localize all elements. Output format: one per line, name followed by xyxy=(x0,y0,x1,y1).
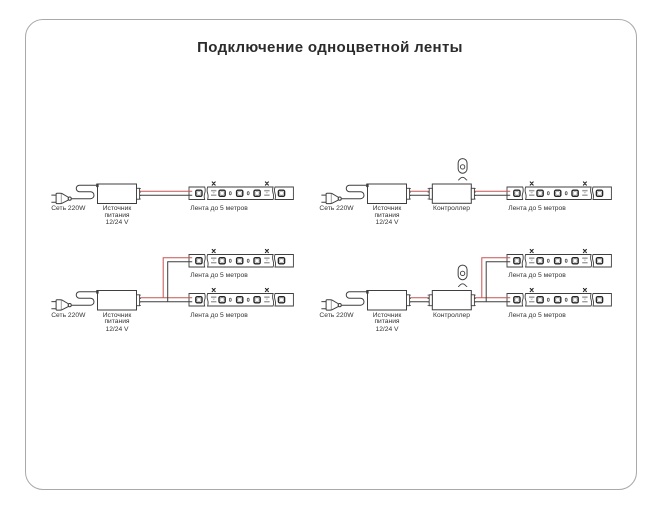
remote-icon xyxy=(457,158,468,181)
diagram-4 xyxy=(320,249,611,311)
label-strip: Лента до 5 метров xyxy=(508,311,566,319)
led-strip xyxy=(189,182,293,200)
led-strip xyxy=(189,288,293,306)
led-strip xyxy=(507,249,611,267)
mains-plug-icon xyxy=(320,291,369,311)
diagram-1 xyxy=(50,182,293,205)
diagram-2 xyxy=(320,158,611,205)
label-mains: Сеть 220W xyxy=(51,205,86,213)
rounded-border-frame xyxy=(25,19,637,490)
power-supply-box xyxy=(365,289,412,311)
label-psu-line1: Источник xyxy=(372,205,402,213)
label-psu-line2: питания xyxy=(374,211,400,219)
label-voltage: 12/24 V xyxy=(375,219,399,227)
page-title: Подключение одноцветной ленты xyxy=(197,39,463,56)
diagram-3 xyxy=(50,249,293,311)
power-supply-box xyxy=(95,289,142,311)
label-psu-line1: Источник xyxy=(102,205,132,213)
controller-box xyxy=(427,290,477,311)
label-mains: Сеть 220W xyxy=(319,205,354,213)
wire-black xyxy=(409,261,511,303)
label-psu-line2: питания xyxy=(104,318,130,326)
label-strip: Лента до 5 метров xyxy=(190,311,248,319)
label-strip: Лента до 5 метров xyxy=(190,205,248,213)
power-supply-box xyxy=(95,183,142,204)
label-strip: Лента до 5 метров xyxy=(190,271,248,279)
label-strip: Лента до 5 метров xyxy=(508,271,566,279)
label-controller: Контроллер xyxy=(433,205,470,213)
label-voltage: 12/24 V xyxy=(375,325,399,333)
label-controller: Контроллер xyxy=(433,311,470,319)
mains-plug-icon xyxy=(50,184,99,205)
label-mains: Сеть 220W xyxy=(51,311,86,319)
led-strip xyxy=(507,288,611,306)
power-supply-box xyxy=(365,183,412,204)
mains-plug-icon xyxy=(320,184,369,205)
label-voltage: 12/24 V xyxy=(105,325,129,333)
wire-red xyxy=(409,257,511,299)
label-psu-line2: питания xyxy=(104,211,130,219)
label-psu-line1: Источник xyxy=(102,311,132,319)
label-mains: Сеть 220W xyxy=(319,311,354,319)
mains-plug-icon xyxy=(50,291,99,311)
wire-red xyxy=(139,257,193,299)
label-voltage: 12/24 V xyxy=(105,219,129,227)
label-psu-line1: Источник xyxy=(372,311,402,319)
controller-box xyxy=(427,183,477,204)
label-psu-line2: питания xyxy=(374,318,400,326)
led-strip xyxy=(189,249,293,267)
remote-icon xyxy=(457,264,468,288)
led-strip xyxy=(507,182,611,200)
label-strip: Лента до 5 метров xyxy=(508,205,566,213)
wire-black xyxy=(139,261,193,303)
